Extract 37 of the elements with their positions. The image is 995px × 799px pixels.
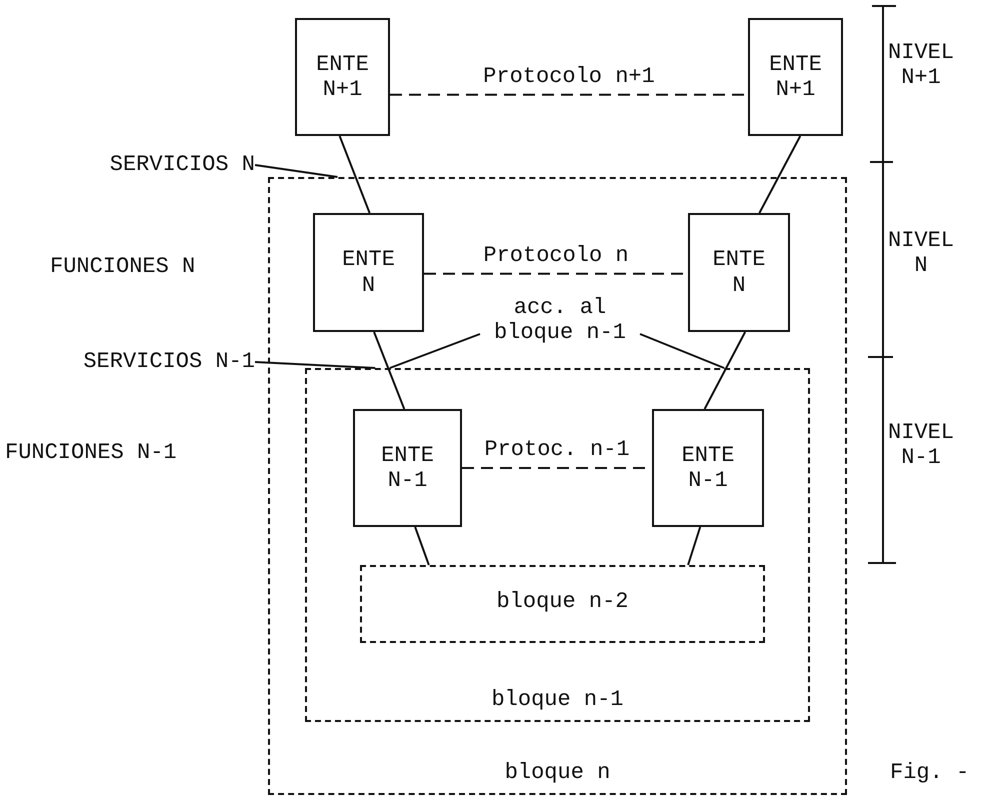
connector-line [687,526,702,566]
level-label: NIVEL N-1 [888,420,954,471]
entity-box [688,213,790,332]
block-label: bloque n-2 [495,589,630,614]
entity-label: ENTE N-1 [380,442,435,494]
service-label: SERVICIOS N [40,150,255,180]
connector-line [704,332,746,410]
entity-box [748,18,843,136]
block-frame [360,565,765,643]
caption: Fig. - [890,760,970,785]
block-label: bloque n [504,760,612,785]
connector-line [254,164,338,178]
entity-label: ENTE N [712,247,766,298]
entity-box [313,213,424,332]
connector-line [254,361,376,369]
entity-box [295,18,390,136]
block-label: bloque n-1 [490,687,625,712]
block-frame [268,177,847,795]
level-label: NIVEL N [888,228,954,279]
entity-label: ENTE N [341,247,396,298]
connector-line [414,526,430,566]
entity-label: ENTE N-1 [680,442,736,494]
function-label: FUNCIONES N-1 [5,440,177,465]
connector-line [758,136,802,214]
entity-box [652,409,764,527]
level-label: NIVEL N+1 [888,40,954,91]
connector-line [373,332,406,410]
connector-line [640,333,725,369]
access-point-label: acc. al bloque n-1 [480,292,640,348]
connector-line [389,333,480,369]
connector-line [338,136,371,214]
entity-label: ENTE N+1 [315,52,370,102]
block-frame [305,368,810,722]
service-label: SERVICIOS N-1 [5,347,255,377]
entity-box [353,409,462,527]
function-label: FUNCIONES N [50,254,196,279]
entity-label: ENTE N+1 [768,52,823,102]
